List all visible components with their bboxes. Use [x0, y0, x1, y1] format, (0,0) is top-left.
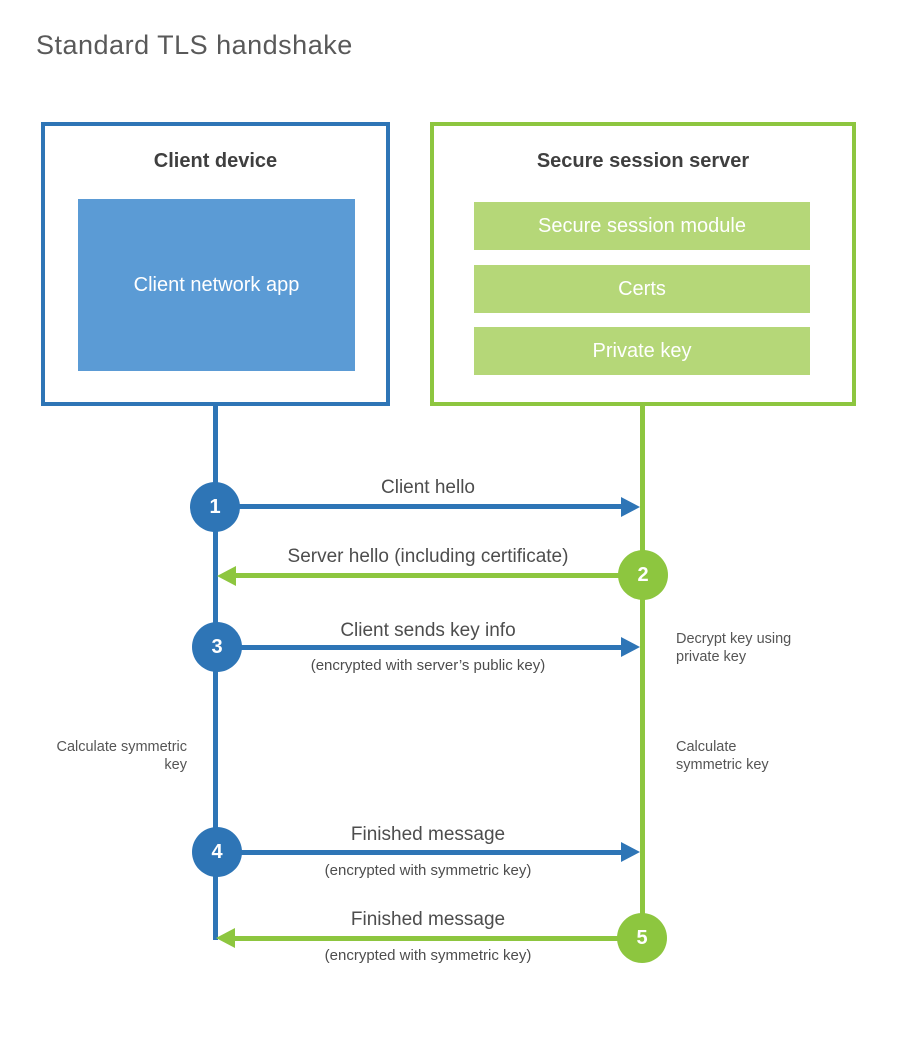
client-device-title: Client device [153, 150, 278, 172]
message-sublabel-3: (encrypted with server’s public key) [310, 657, 546, 674]
message-arrow-2 [236, 573, 643, 578]
client-network-app-box: Client network app [78, 199, 355, 371]
message-sublabel-5: (encrypted with symmetric key) [324, 947, 532, 964]
server-lifeline [640, 406, 645, 940]
step-circle-2: 2 [618, 550, 668, 600]
message-arrow-3 [217, 645, 621, 650]
step-number-1: 1 [209, 495, 221, 518]
message-sublabel-4: (encrypted with symmetric key) [324, 862, 532, 879]
message-label-2: Server hello (including certificate) [287, 546, 569, 567]
step-number-4: 4 [211, 840, 223, 863]
step-circle-5: 5 [617, 913, 667, 963]
server-module-private-key: Private key [474, 327, 810, 375]
client-device-box: Client device Client network app [41, 122, 390, 406]
server-module-certs: Certs [474, 265, 810, 313]
server-module-secure-session: Secure session module [474, 202, 810, 250]
message-label-5: Finished message [350, 909, 506, 930]
message-label-3: Client sends key info [340, 620, 516, 641]
arrowhead-right-icon [621, 842, 640, 862]
server-box: Secure session server Secure session mod… [430, 122, 856, 406]
arrowhead-left-icon [216, 928, 235, 948]
server-title: Secure session server [536, 150, 750, 172]
client-lifeline [213, 406, 218, 940]
arrowhead-right-icon [621, 497, 640, 517]
note-calculate-symmetric-key-client: Calculate symmetric key [56, 739, 187, 773]
note-decrypt-key: Decrypt key using private key [676, 631, 792, 665]
step-number-2: 2 [637, 563, 649, 586]
client-network-app-label: Client network app [133, 274, 300, 296]
step-circle-4: 4 [192, 827, 242, 877]
arrowhead-left-icon [217, 566, 236, 586]
message-label-1: Client hello [381, 477, 475, 498]
step-circle-3: 3 [192, 622, 242, 672]
note-calculate-symmetric-key-server: Calculate symmetric key [676, 739, 769, 773]
page-title: Standard TLS handshake [36, 30, 353, 60]
message-label-4: Finished message [350, 824, 506, 845]
step-circle-1: 1 [190, 482, 240, 532]
message-arrow-1 [215, 504, 622, 509]
arrowhead-right-icon [621, 637, 640, 657]
step-number-5: 5 [636, 926, 648, 949]
message-arrow-4 [217, 850, 621, 855]
step-number-3: 3 [211, 635, 223, 658]
message-arrow-5 [235, 936, 642, 941]
